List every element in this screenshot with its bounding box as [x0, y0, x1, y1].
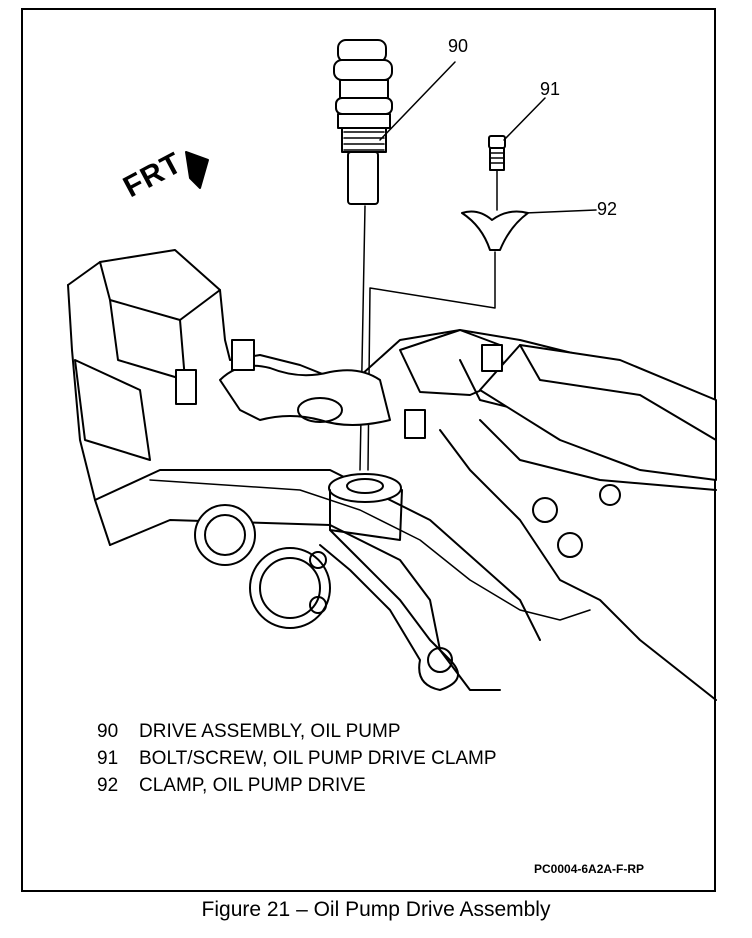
legend-item: 90 DRIVE ASSEMBLY, OIL PUMP — [97, 718, 497, 745]
legend-text: CLAMP, OIL PUMP DRIVE — [139, 775, 366, 796]
legend-number: 91 — [97, 748, 119, 769]
engine-block — [67, 249, 717, 701]
callout-91-leader — [503, 97, 546, 141]
legend-text: DRIVE ASSEMBLY, OIL PUMP — [139, 721, 401, 742]
legend-number: 90 — [97, 721, 119, 742]
oil-pump-drive-assembly — [333, 39, 393, 205]
callout-92: 92 — [597, 199, 618, 219]
front-arrow-icon — [185, 151, 209, 189]
callout-91: 91 — [540, 79, 561, 99]
legend-number: 92 — [97, 775, 119, 796]
parts-legend: 90 DRIVE ASSEMBLY, OIL PUMP 91 BOLT/SCREW,… — [97, 718, 497, 799]
clamp-bolt — [488, 135, 506, 171]
legend-item: 91 BOLT/SCREW, OIL PUMP DRIVE CLAMP — [97, 745, 497, 772]
callout-90: 90 — [448, 36, 469, 56]
figure-caption: Figure 21 – Oil Pump Drive Assembly — [201, 898, 551, 921]
legend-item: 92 CLAMP, OIL PUMP DRIVE — [97, 772, 497, 799]
legend-text: BOLT/SCREW, OIL PUMP DRIVE CLAMP — [139, 748, 497, 769]
callout-90-leader — [379, 61, 456, 141]
drive-clamp — [461, 210, 529, 251]
callout-92-leader — [524, 209, 597, 214]
figure-code: PC0004-6A2A-F-RP — [534, 862, 645, 876]
